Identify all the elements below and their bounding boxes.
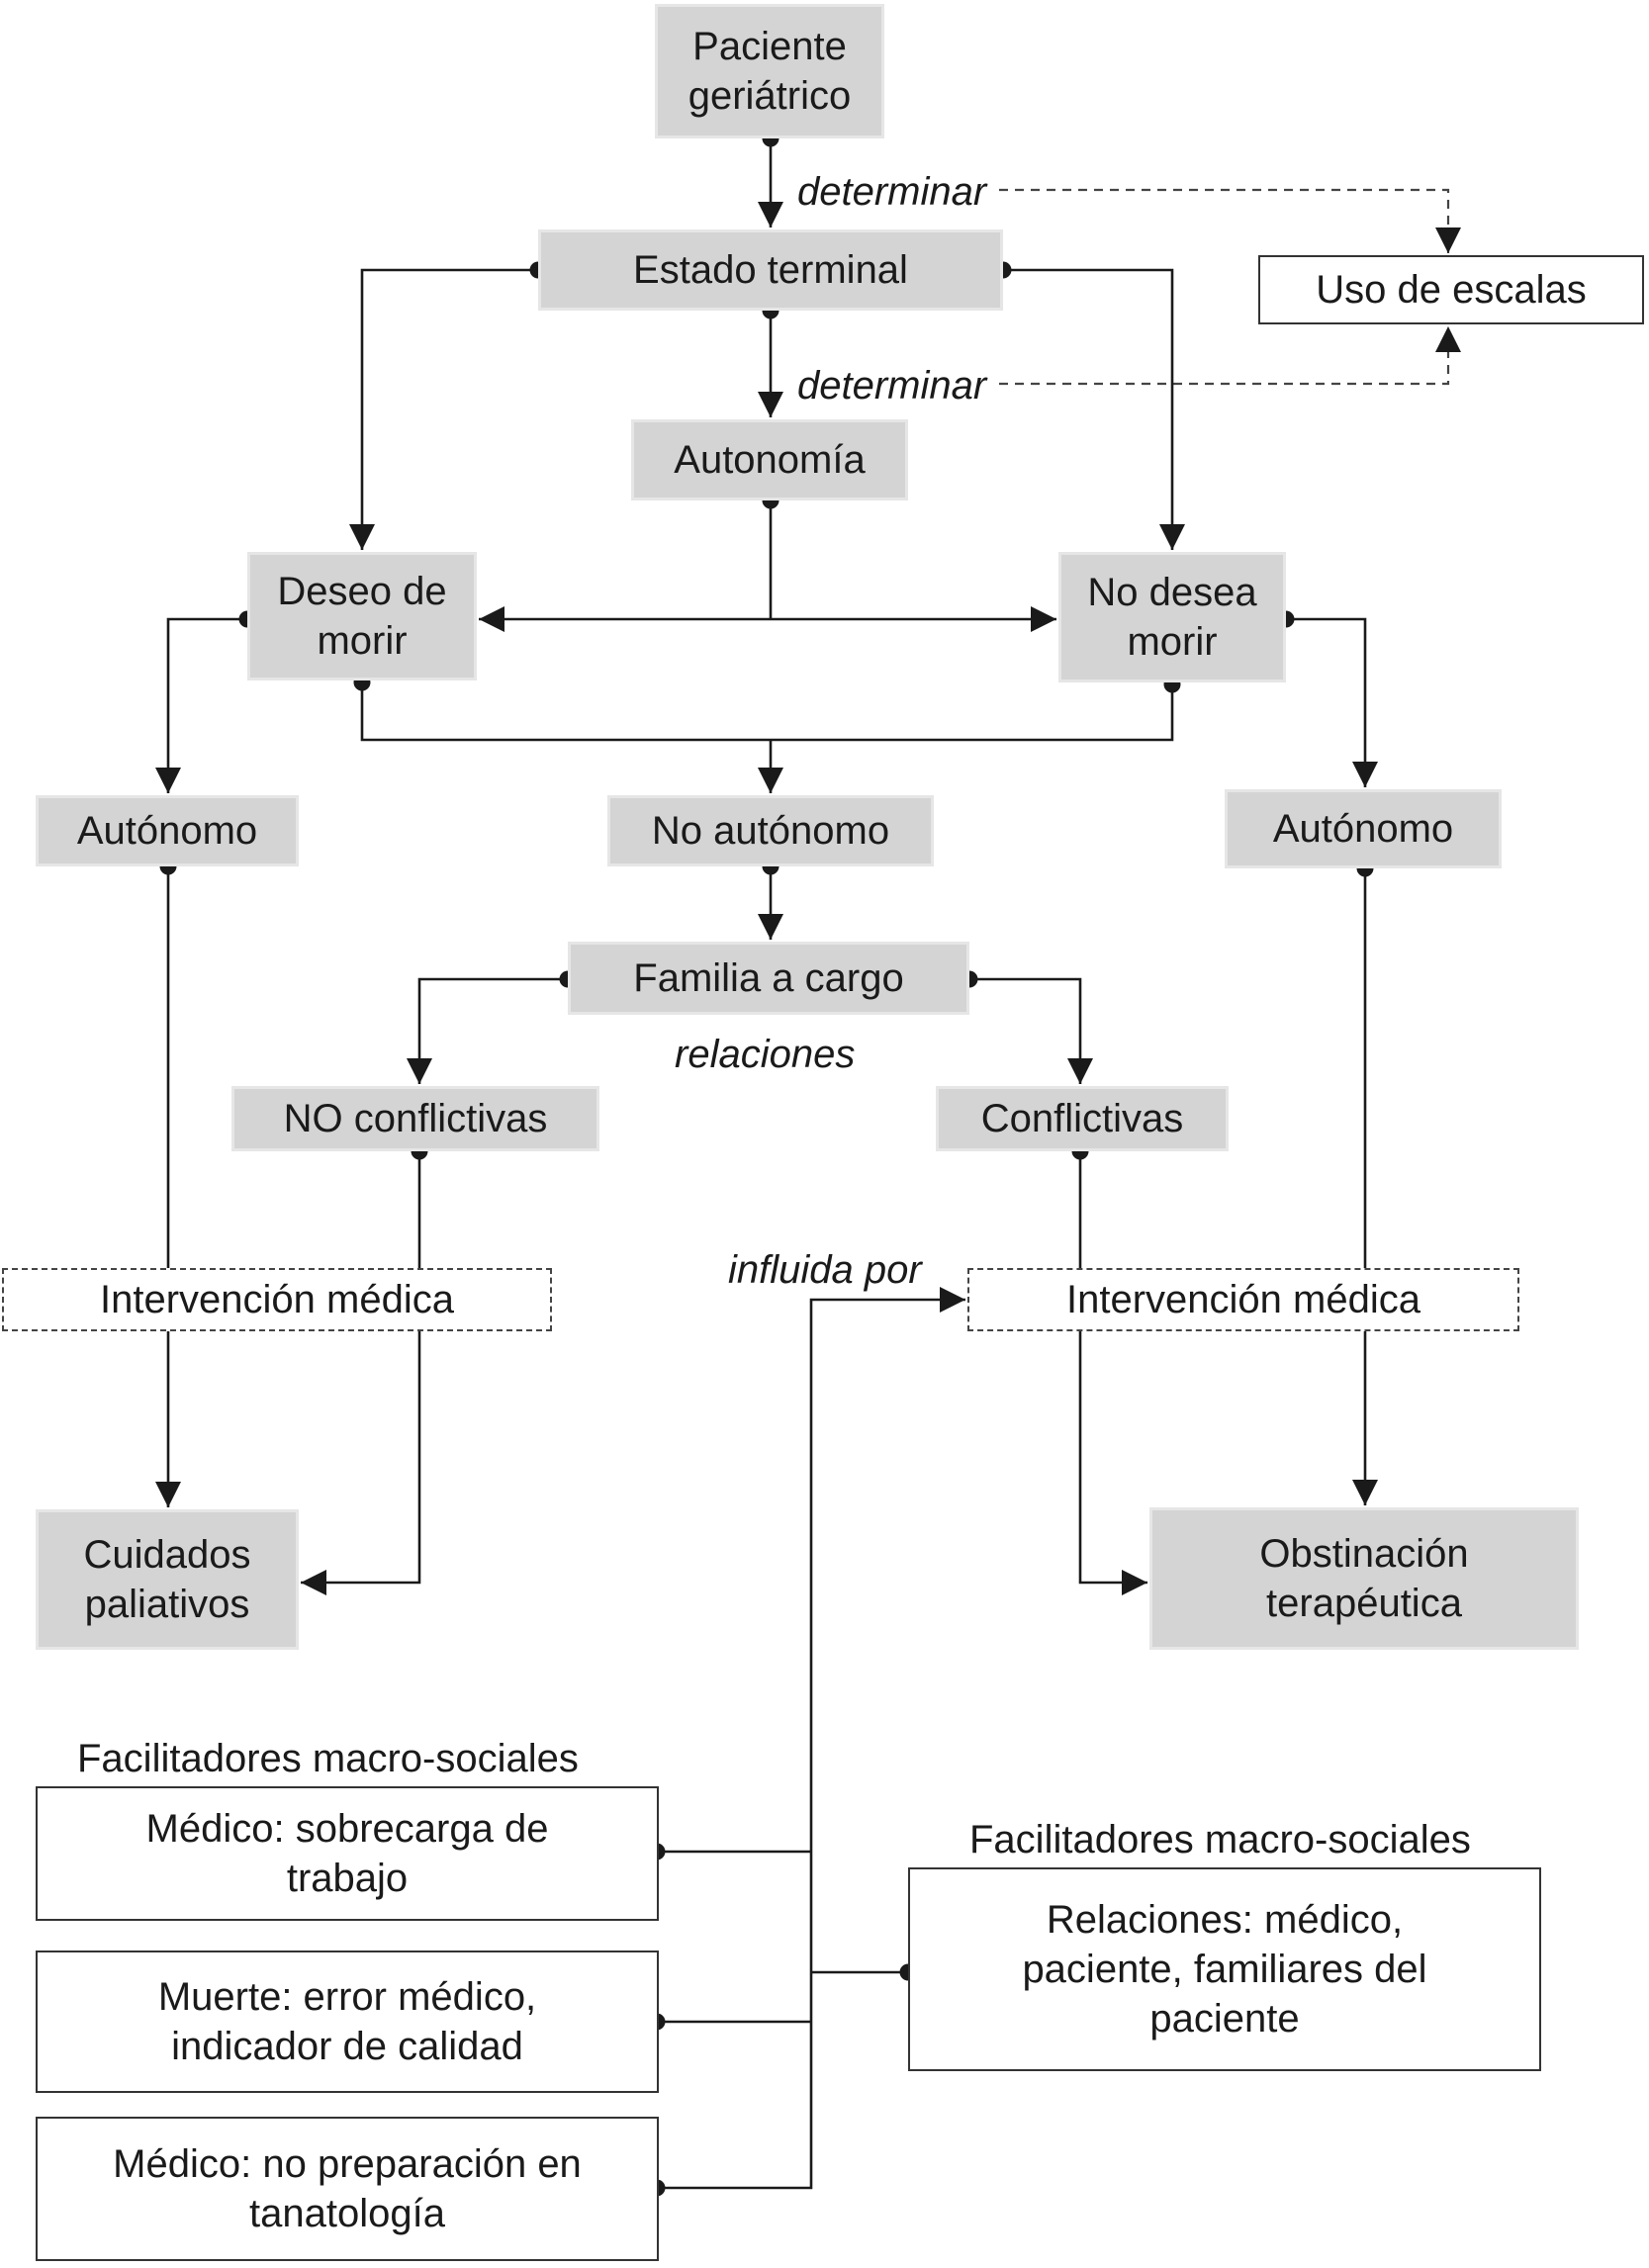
arrowhead-autonomo-right <box>1352 762 1378 787</box>
node-no-conflictivas: NO conflictivas <box>231 1086 599 1151</box>
arrowhead-autonomo-left <box>155 768 181 793</box>
node-obstinacion-terapeutica: Obstinación terapéutica <box>1149 1507 1579 1650</box>
arrowhead-deseo <box>349 524 375 550</box>
arrowhead-nodesea <box>1159 524 1185 550</box>
node-deseo-de-morir: Deseo de morir <box>247 552 477 680</box>
node-no-preparacion-tanatologia: Médico: no preparación en tanatología <box>36 2117 659 2261</box>
arrowhead-obstinacion <box>1352 1480 1378 1505</box>
node-autonomo-left: Autónomo <box>36 795 299 866</box>
node-sobrecarga-de-trabajo: Médico: sobrecarga de trabajo <box>36 1786 659 1921</box>
edge-nodesea-autonomo <box>1286 617 1367 787</box>
label-determinar-2: determinar <box>797 364 987 408</box>
node-autonomia: Autonomía <box>631 419 908 500</box>
arrowhead-intervencion-right <box>940 1287 965 1313</box>
edge-determinar-escalas-1 <box>999 188 1450 253</box>
edge-noconflictivas-cuidados <box>301 1331 421 1585</box>
node-familia-a-cargo: Familia a cargo <box>568 942 969 1015</box>
edge-preparacion-bus <box>657 1298 965 2190</box>
node-uso-de-escalas: Uso de escalas <box>1258 255 1644 324</box>
arrowhead-autonomia <box>758 392 783 417</box>
label-facilitadores-left: Facilitadores macro-sociales <box>77 1737 579 1780</box>
node-relaciones-medico-paciente: Relaciones: médico, paciente, familiares… <box>908 1867 1541 2071</box>
node-paciente-geriatrico: Paciente geriátrico <box>655 4 884 138</box>
node-error-medico: Muerte: error médico, indicador de calid… <box>36 1950 659 2093</box>
node-conflictivas: Conflictivas <box>936 1086 1229 1151</box>
node-no-autonomo: No autónomo <box>607 795 934 866</box>
arrowhead-cuidados <box>155 1482 181 1507</box>
arrowhead-noconflictivas <box>407 1058 432 1084</box>
edge-conflictivas-obstinacion <box>1078 1331 1147 1585</box>
label-influida-por: influida por <box>728 1248 922 1292</box>
node-intervencion-medica-right: Intervención médica <box>967 1268 1519 1331</box>
arrowhead-cuidados-side <box>301 1570 326 1595</box>
edge-determinar-escalas-2 <box>999 326 1450 386</box>
arrowhead-nodesea-side <box>1031 606 1056 632</box>
node-estado-terminal: Estado terminal <box>538 229 1003 311</box>
edge-familia-noconflictivas <box>417 977 568 1084</box>
label-determinar-1: determinar <box>797 170 987 214</box>
node-autonomo-right: Autónomo <box>1225 789 1502 868</box>
edge-estado-deseo <box>360 268 538 550</box>
node-intervencion-medica-left: Intervención médica <box>2 1268 552 1331</box>
arrowhead-escalas-top <box>1435 227 1461 253</box>
edge-merge-noautonomo <box>360 682 1174 742</box>
arrowhead-escalas-bottom <box>1435 326 1461 352</box>
edge-deseo-autonomo <box>166 617 247 793</box>
node-cuidados-paliativos: Cuidados paliativos <box>36 1509 299 1650</box>
edge-familia-conflictivas <box>969 977 1082 1084</box>
arrowhead-noautonomo <box>758 768 783 793</box>
label-relaciones: relaciones <box>675 1033 856 1076</box>
arrowhead-deseo-side <box>479 606 504 632</box>
arrowhead-estado <box>758 202 783 227</box>
label-facilitadores-right: Facilitadores macro-sociales <box>969 1818 1471 1861</box>
arrowhead-obstinacion-side <box>1122 1570 1147 1595</box>
node-no-desea-morir: No desea morir <box>1058 552 1286 682</box>
edge-estado-nodesea <box>1003 268 1174 550</box>
arrowhead-conflictivas <box>1067 1058 1093 1084</box>
arrowhead-familia <box>758 914 783 940</box>
